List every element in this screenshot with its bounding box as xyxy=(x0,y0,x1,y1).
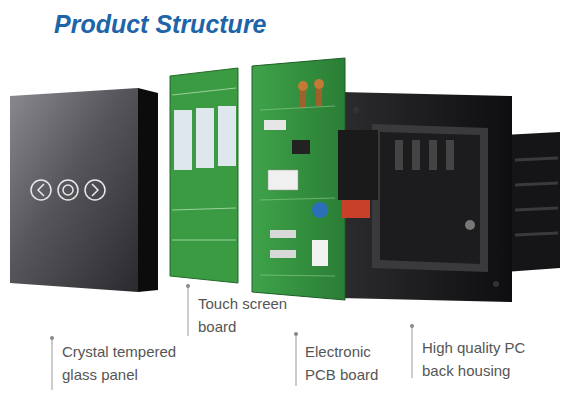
housing-slot xyxy=(446,140,454,170)
touch-substrate xyxy=(170,68,238,283)
housing-slot xyxy=(412,140,420,170)
chip xyxy=(292,140,310,154)
leader-dots xyxy=(50,284,414,340)
housing-inner xyxy=(380,132,480,264)
resistor-row xyxy=(270,250,296,258)
trace xyxy=(172,208,236,210)
leader-dot xyxy=(50,336,54,340)
housing-cavity xyxy=(372,124,488,272)
housing-slot xyxy=(395,140,403,170)
touch-icon xyxy=(85,180,105,200)
capacitor xyxy=(312,202,328,218)
pcb-substrate xyxy=(252,58,345,300)
mounting-tab xyxy=(505,132,560,272)
leader-dot xyxy=(410,324,414,328)
part-label: Crystal tempered glass panel xyxy=(62,340,194,386)
glass-panel xyxy=(10,88,158,292)
part-label: Electronic PCB board xyxy=(305,340,393,386)
chip xyxy=(264,120,286,130)
housing-hole xyxy=(353,107,359,113)
touch-pad xyxy=(218,106,236,166)
relay xyxy=(268,170,298,190)
resistor-row xyxy=(270,230,296,238)
tab-rib xyxy=(515,208,558,210)
screw-head xyxy=(298,81,308,91)
screw-head xyxy=(314,79,324,89)
housing-screw xyxy=(465,220,475,230)
tab-rib xyxy=(515,158,558,160)
touch-icon xyxy=(63,185,73,195)
housing-slot xyxy=(429,140,437,170)
trace xyxy=(260,198,335,200)
transformer-block xyxy=(338,130,378,200)
touch-pad xyxy=(174,110,192,170)
touch-pad xyxy=(196,108,214,168)
leader-dot xyxy=(186,284,190,288)
leader-dot xyxy=(294,332,298,336)
panel-edge xyxy=(138,88,158,292)
trace xyxy=(172,88,236,95)
leader-line xyxy=(52,338,53,390)
part-label: Touch screen board xyxy=(198,292,298,338)
tab-rib xyxy=(515,233,558,235)
leader-line xyxy=(412,326,413,378)
trace xyxy=(172,240,236,241)
touch-icon xyxy=(38,184,44,196)
touch-icon xyxy=(92,184,98,196)
relay xyxy=(312,240,328,266)
wire-bundle xyxy=(342,200,370,218)
housing-hole xyxy=(493,281,499,287)
leader-line xyxy=(188,286,189,336)
diagram-title: Product Structure xyxy=(54,10,267,39)
tab-rib xyxy=(515,183,558,185)
pcb-board xyxy=(252,58,378,300)
touch-icon xyxy=(31,180,51,200)
touch-board xyxy=(170,68,238,283)
trace xyxy=(260,106,335,110)
touch-icon xyxy=(58,180,78,200)
panel-face xyxy=(10,88,138,292)
leader-lines xyxy=(52,286,412,390)
part-label: High quality PC back housing xyxy=(422,336,546,382)
trace xyxy=(260,275,335,276)
leader-line xyxy=(296,334,297,386)
